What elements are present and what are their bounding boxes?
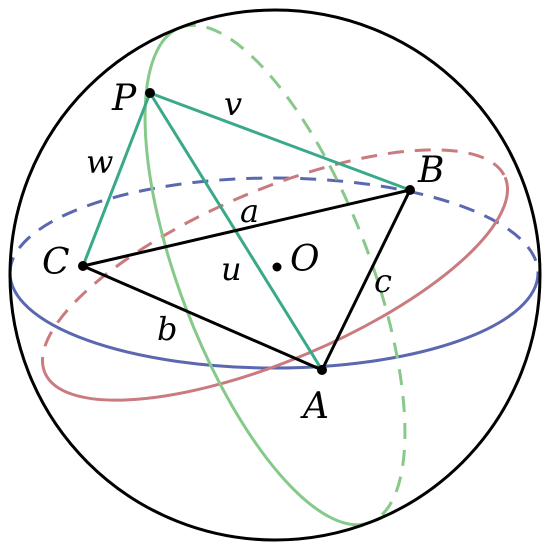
equator-front-arc	[8, 272, 540, 370]
edge-c-ab	[320, 189, 412, 371]
sphere-outline	[8, 8, 542, 542]
label-b: B	[417, 150, 444, 191]
point-b	[405, 185, 415, 195]
label-edge-c: c	[374, 262, 392, 300]
point-c	[78, 261, 88, 271]
meridian-front-arc	[143, 26, 371, 527]
tilted-circle-back-arc	[41, 148, 507, 374]
label-c: C	[42, 242, 70, 283]
edge-b-ca	[82, 264, 323, 372]
tilted-circle-front-arc	[43, 176, 509, 402]
point-o	[272, 262, 282, 272]
label-p: P	[111, 78, 137, 119]
point-p	[145, 88, 155, 98]
label-edge-u: u	[221, 250, 242, 288]
label-edge-a: a	[240, 192, 259, 230]
point-a	[317, 365, 327, 375]
edge-a-cb	[82, 188, 411, 268]
equator-back-arc	[8, 176, 540, 274]
label-a: A	[300, 386, 329, 427]
meridian-back-arc	[179, 23, 407, 524]
label-o: O	[290, 239, 320, 280]
edge-w-pc	[81, 92, 152, 267]
edge-v-pb	[149, 91, 411, 192]
label-edge-v: v	[224, 85, 242, 123]
label-edge-w: w	[86, 143, 113, 181]
label-edge-b: b	[157, 310, 177, 348]
